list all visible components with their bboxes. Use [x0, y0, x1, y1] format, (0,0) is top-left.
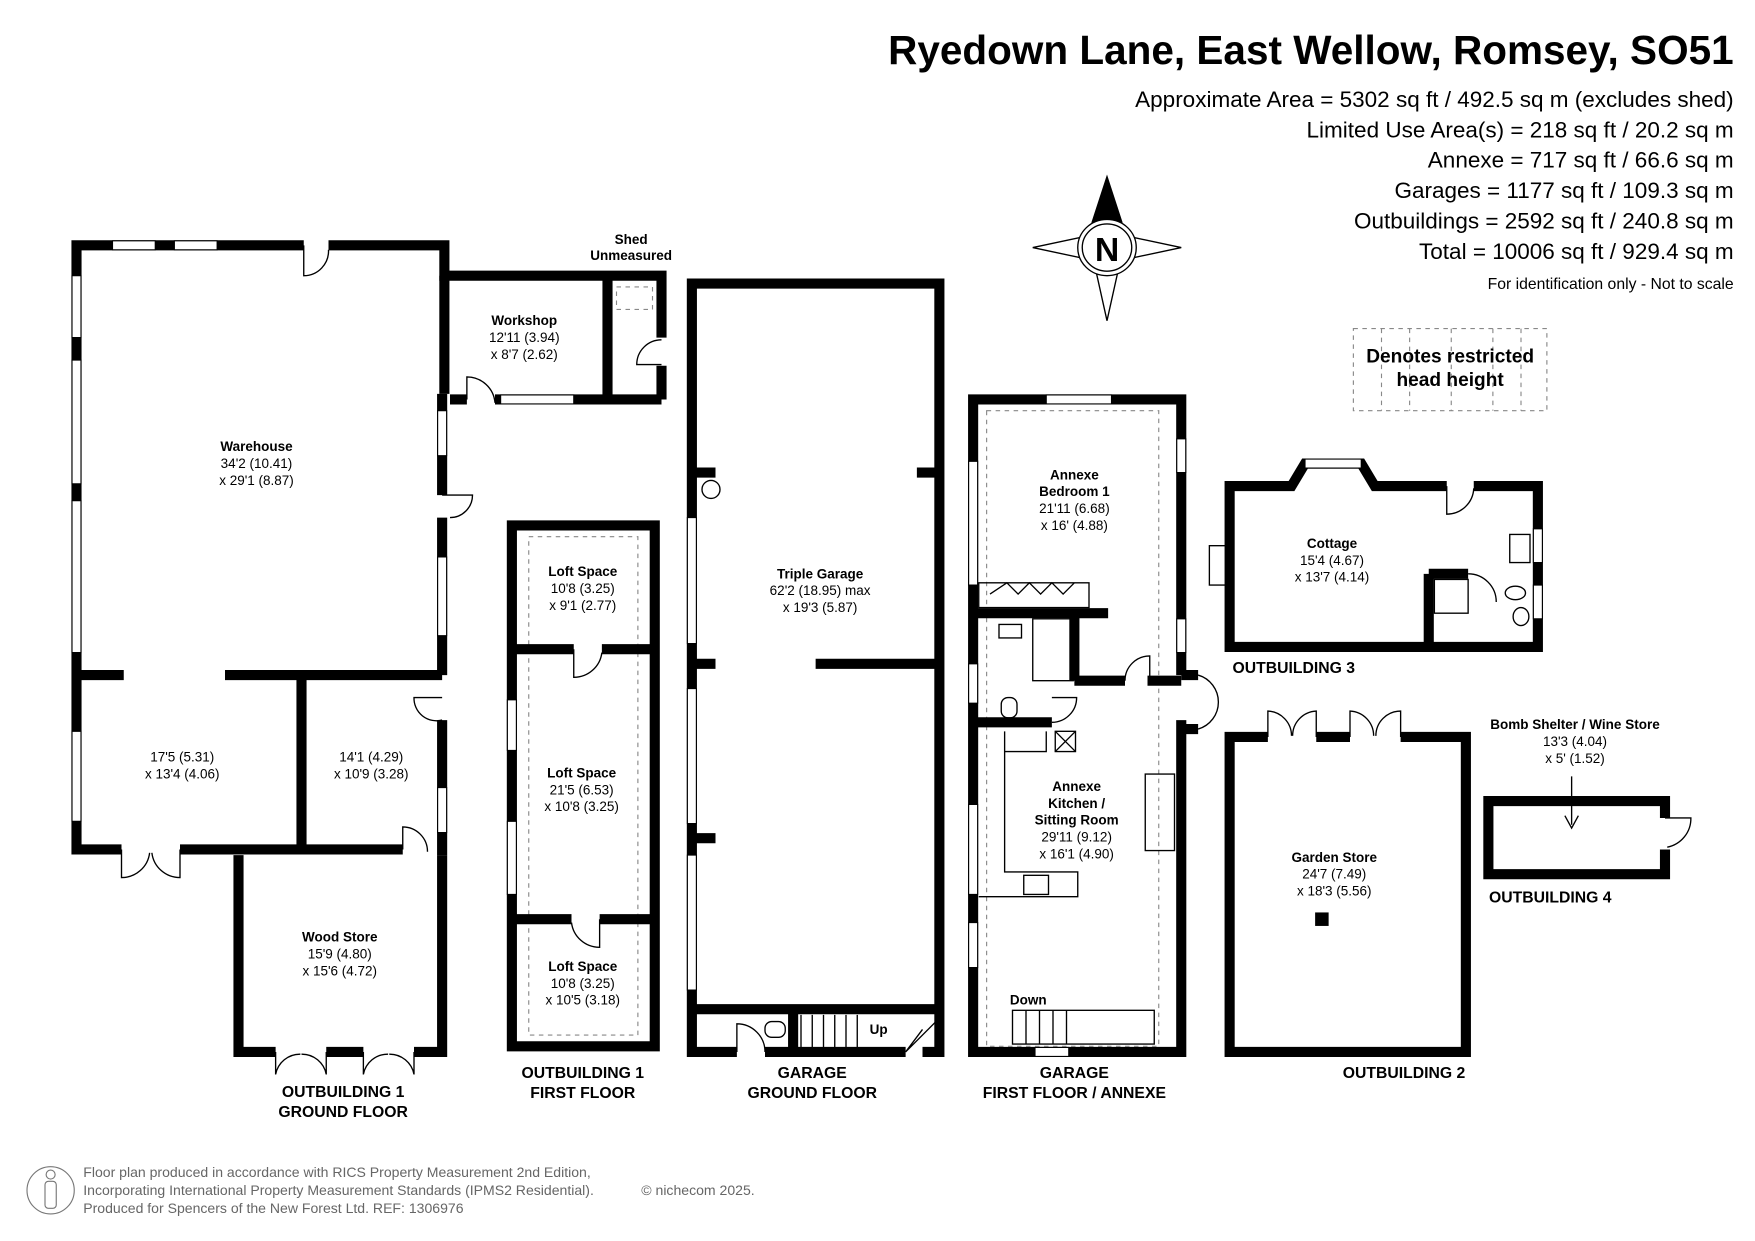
room-dimensions: x 9'1 (2.77) — [549, 598, 616, 613]
room-dimensions: x 29'1 (8.87) — [219, 473, 294, 488]
compass-icon: N — [1032, 174, 1182, 321]
room-name: Annexe — [1052, 779, 1101, 794]
room-name: Garden Store — [1291, 850, 1377, 865]
room-name: Bedroom 1 — [1039, 484, 1110, 499]
room-name: Shed — [615, 232, 648, 247]
legend-text: head height — [1397, 370, 1505, 391]
room-name: Loft Space — [548, 564, 618, 579]
room-name: Cottage — [1307, 536, 1358, 551]
room-dimensions: x 10'8 (3.25) — [544, 799, 619, 814]
room-name: Warehouse — [220, 439, 293, 454]
room-dimensions: 21'5 (6.53) — [550, 782, 614, 797]
footer-text: Produced for Spencers of the New Forest … — [83, 1200, 463, 1216]
room-dimensions: x 19'3 (5.87) — [783, 600, 858, 615]
room-name: Kitchen / — [1048, 796, 1105, 811]
outbuilding-1-ground-floor — [71, 240, 667, 1075]
room-name: Sitting Room — [1035, 813, 1119, 828]
room-dimensions: 15'9 (4.80) — [308, 947, 372, 962]
stairs-up-label: Up — [870, 1022, 888, 1037]
area-line: Total = 10006 sq ft / 929.4 sq m — [1419, 239, 1734, 264]
outbuilding-1-first-floor — [506, 520, 660, 1052]
restricted-height-legend: Denotes restricted head height — [1352, 328, 1548, 412]
person-logo-icon — [26, 1166, 75, 1215]
footer: Floor plan produced in accordance with R… — [26, 1164, 755, 1216]
copyright: © nichecom 2025. — [641, 1182, 754, 1198]
room-dimensions: 10'8 (3.25) — [551, 976, 615, 991]
room-dimensions: x 8'7 (2.62) — [491, 347, 558, 362]
garage-ground-floor — [686, 278, 945, 1057]
disclaimer: For identification only - Not to scale — [1488, 276, 1734, 293]
plan-label: GROUND FLOOR — [748, 1085, 878, 1102]
plan-label: OUTBUILDING 2 — [1343, 1065, 1466, 1082]
room-dimensions: 15'4 (4.67) — [1300, 553, 1364, 568]
plan-label: OUTBUILDING 4 — [1489, 889, 1612, 906]
plan-label: FIRST FLOOR / ANNEXE — [983, 1085, 1166, 1102]
room-name: Bomb Shelter / Wine Store — [1490, 717, 1660, 732]
page-title: Ryedown Lane, East Wellow, Romsey, SO51 — [888, 27, 1734, 73]
garage-first-floor-annexe — [968, 394, 1219, 1057]
legend-text: Denotes restricted — [1366, 346, 1534, 367]
plan-label: OUTBUILDING 1 — [521, 1065, 644, 1082]
room-dimensions: 10'8 (3.25) — [551, 581, 615, 596]
room-dimensions: x 13'4 (4.06) — [145, 767, 220, 782]
room-dimensions: x 16'1 (4.90) — [1039, 846, 1114, 861]
stairs-down-label: Down — [1010, 993, 1047, 1008]
room-dimensions: x 16' (4.88) — [1041, 518, 1108, 533]
compass-label: N — [1095, 231, 1119, 269]
room-name: Annexe — [1050, 467, 1099, 482]
room-dimensions: 21'11 (6.68) — [1039, 501, 1110, 516]
room-name: Workshop — [491, 313, 557, 328]
outbuilding-4-bomb-shelter — [1483, 776, 1692, 880]
room-dimensions: 62'2 (18.95) max — [770, 583, 871, 598]
plan-label: OUTBUILDING 1 — [282, 1084, 405, 1101]
footer-text: Floor plan produced in accordance with R… — [83, 1164, 591, 1180]
plan-label: GARAGE — [778, 1065, 847, 1082]
room-dimensions: 13'3 (4.04) — [1543, 734, 1607, 749]
room-dimensions: 12'11 (3.94) — [489, 330, 560, 345]
room-dimensions: 24'7 (7.49) — [1302, 867, 1366, 882]
area-line: Outbuildings = 2592 sq ft / 240.8 sq m — [1354, 208, 1734, 233]
room-dimensions: x 15'6 (4.72) — [302, 963, 377, 978]
room-dimensions: x 5' (1.52) — [1545, 751, 1605, 766]
room-name: Wood Store — [302, 930, 378, 945]
room-dimensions: x 13'7 (4.14) — [1295, 570, 1370, 585]
area-summary: Approximate Area = 5302 sq ft / 492.5 sq… — [1135, 87, 1734, 293]
room-dimensions: 29'11 (9.12) — [1041, 830, 1112, 845]
room-dimensions: x 10'5 (3.18) — [545, 993, 620, 1008]
area-line: Annexe = 717 sq ft / 66.6 sq m — [1428, 148, 1734, 173]
room-name: Loft Space — [548, 959, 618, 974]
room-name: Loft Space — [547, 765, 617, 780]
room-dimensions: x 10'9 (3.28) — [334, 767, 409, 782]
room-dimensions: 17'5 (5.31) — [150, 750, 214, 765]
room-dimensions: x 18'3 (5.56) — [1297, 884, 1372, 899]
plan-label: GARAGE — [1040, 1065, 1109, 1082]
room-dimensions: Unmeasured — [590, 248, 672, 263]
room-dimensions: 34'2 (10.41) — [221, 456, 293, 471]
room-name: Triple Garage — [777, 566, 864, 581]
outbuilding-2-garden-store — [1224, 710, 1471, 1057]
area-line: Approximate Area = 5302 sq ft / 492.5 sq… — [1135, 87, 1733, 112]
area-line: Limited Use Area(s) = 218 sq ft / 20.2 s… — [1307, 117, 1734, 142]
plan-label: GROUND FLOOR — [278, 1104, 408, 1121]
plan-label: FIRST FLOOR — [530, 1085, 636, 1102]
plan-label: OUTBUILDING 3 — [1232, 660, 1355, 677]
area-line: Garages = 1177 sq ft / 109.3 sq m — [1394, 178, 1733, 203]
outbuilding-3-cottage — [1208, 458, 1543, 652]
room-dimensions: 14'1 (4.29) — [339, 750, 403, 765]
footer-text: Incorporating International Property Mea… — [83, 1182, 594, 1198]
